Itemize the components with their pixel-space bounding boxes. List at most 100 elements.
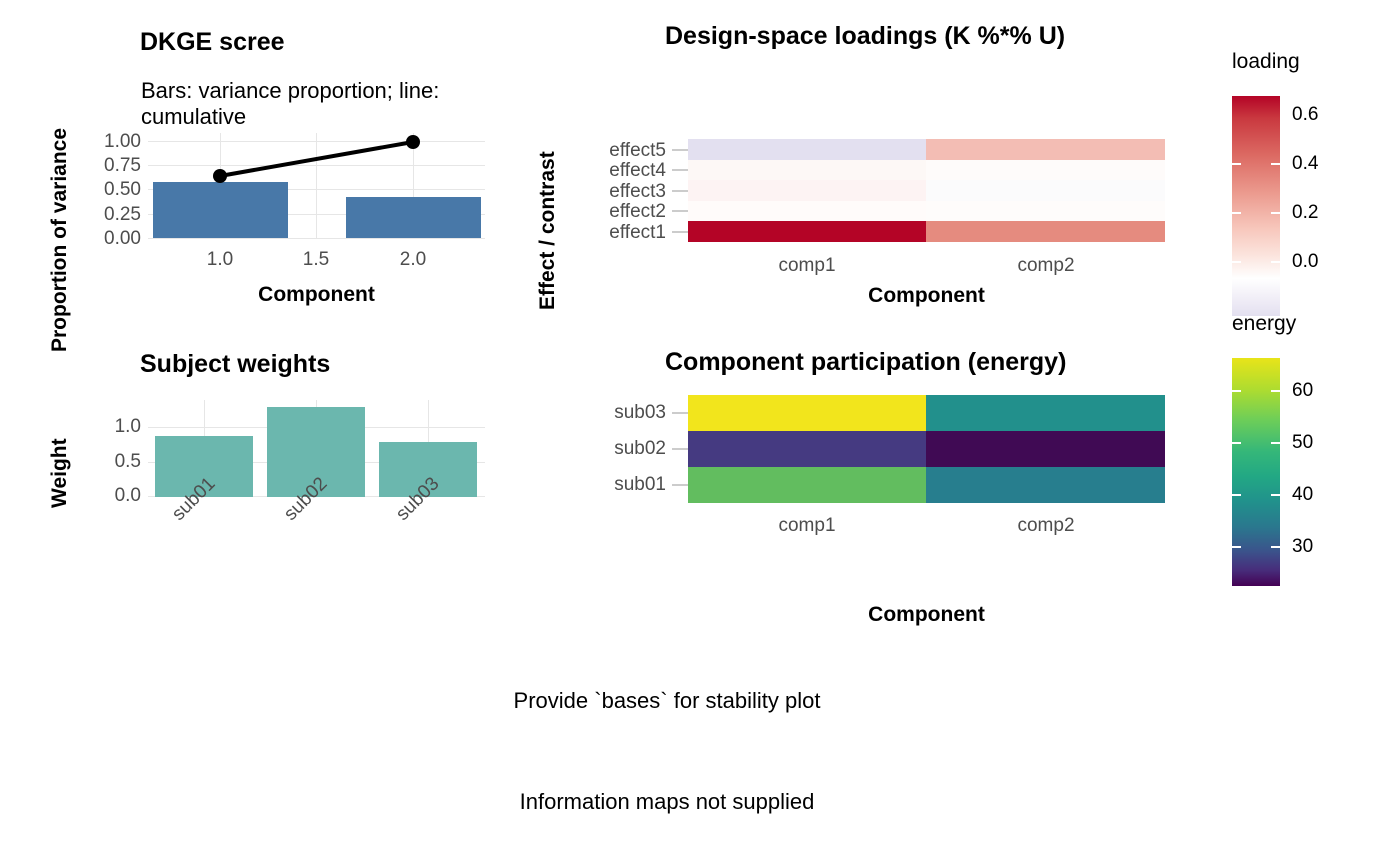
weights-panel: Weight Subject weights 1.0 0.5 0.0 sub01… bbox=[0, 330, 520, 620]
loadings-cell bbox=[926, 201, 1165, 221]
participation-col-label: comp1 bbox=[778, 515, 836, 536]
scree-gridline-x bbox=[413, 133, 414, 239]
loadings-cell bbox=[688, 160, 926, 180]
legend-energy-tick bbox=[1271, 546, 1280, 548]
legend-loading-tick bbox=[1271, 261, 1280, 263]
participation-cell bbox=[688, 431, 926, 467]
scree-plot-area bbox=[148, 133, 485, 239]
loadings-ytick bbox=[672, 169, 688, 171]
loadings-ytick bbox=[672, 190, 688, 192]
loadings-cell bbox=[688, 221, 926, 242]
scree-x-axis-title: Component bbox=[258, 283, 375, 306]
loadings-cell bbox=[926, 139, 1165, 160]
scree-gridline-x bbox=[316, 133, 317, 239]
participation-cell bbox=[688, 395, 926, 431]
scree-ytick-label: 0.75 bbox=[104, 155, 141, 176]
legend-energy-tick bbox=[1271, 494, 1280, 496]
legend-energy-tick-label: 40 bbox=[1292, 484, 1314, 505]
weights-ytick-label: 0.5 bbox=[114, 451, 141, 472]
loadings-row-label: effect4 bbox=[609, 160, 666, 181]
scree-title: DKGE scree bbox=[140, 28, 285, 56]
loadings-ytick bbox=[672, 149, 688, 151]
loadings-row-label: effect1 bbox=[609, 222, 666, 243]
participation-cell bbox=[926, 431, 1165, 467]
participation-cell bbox=[926, 395, 1165, 431]
stability-message: Provide `bases` for stability plot bbox=[513, 688, 821, 713]
loadings-row-label: effect5 bbox=[609, 140, 666, 161]
participation-panel: Component participation (energy) sub03 s… bbox=[510, 330, 1230, 650]
scree-ytick-label: 0.50 bbox=[104, 179, 141, 200]
scree-ytick-label: 0.25 bbox=[104, 204, 141, 225]
legend-loading-tick bbox=[1232, 163, 1241, 165]
participation-x-axis-title: Component bbox=[868, 603, 985, 626]
weights-bar bbox=[379, 442, 477, 497]
loadings-cell bbox=[926, 160, 1165, 180]
legend-loading-tick-label: 0.2 bbox=[1292, 202, 1319, 223]
information-maps-message: Information maps not supplied bbox=[519, 789, 815, 814]
loadings-cell bbox=[926, 180, 1165, 201]
scree-cumulative-line bbox=[213, 135, 420, 183]
loadings-panel: Effect / contrast Design-space loadings … bbox=[510, 0, 1230, 320]
loadings-col-label: comp2 bbox=[1017, 255, 1075, 276]
legend-loading-tick-label: 0.4 bbox=[1292, 153, 1319, 174]
scree-subtitle: Bars: variance proportion; line: cumulat… bbox=[141, 78, 440, 129]
legend-energy-tick bbox=[1232, 546, 1241, 548]
participation-title: Component participation (energy) bbox=[665, 348, 1067, 376]
scree-bar bbox=[346, 197, 481, 238]
participation-row-label: sub02 bbox=[614, 438, 666, 459]
scree-ytick-label: 1.00 bbox=[104, 131, 141, 152]
weights-bar bbox=[155, 436, 253, 497]
participation-ytick bbox=[672, 448, 688, 450]
legend-loading-tick bbox=[1271, 163, 1280, 165]
legend-energy-colorbar bbox=[1232, 358, 1280, 586]
weights-ytick-label: 0.0 bbox=[114, 485, 141, 506]
scree-xtick-label: 1.0 bbox=[206, 249, 234, 270]
scree-xtick-label: 2.0 bbox=[399, 249, 427, 270]
participation-ytick bbox=[672, 484, 688, 486]
scree-y-axis-title: Proportion of variance bbox=[48, 127, 71, 352]
loadings-x-axis-title: Component bbox=[868, 284, 985, 307]
legend-loading-tick bbox=[1232, 261, 1241, 263]
participation-row-label: sub01 bbox=[614, 474, 666, 495]
scree-xtick-label: 1.5 bbox=[302, 249, 330, 270]
legend-loading-tick bbox=[1232, 212, 1241, 214]
loadings-ytick bbox=[672, 210, 688, 212]
loadings-cell bbox=[688, 180, 926, 201]
scree-bar bbox=[153, 182, 288, 238]
participation-row-label: sub03 bbox=[614, 402, 666, 423]
loadings-cell bbox=[688, 201, 926, 221]
legend-energy-title: energy bbox=[1232, 312, 1297, 335]
legend-energy-tick-label: 50 bbox=[1292, 432, 1314, 453]
legend-loading-tick-label: 0.0 bbox=[1292, 251, 1319, 272]
legend-loading-colorbar bbox=[1232, 96, 1280, 316]
loadings-row-label: effect3 bbox=[609, 181, 666, 202]
participation-ytick bbox=[672, 412, 688, 414]
scree-panel: Proportion of variance DKGE scree Bars: … bbox=[0, 0, 520, 352]
legend-energy-tick bbox=[1232, 494, 1241, 496]
legend-energy-tick-label: 30 bbox=[1292, 536, 1314, 557]
legend-energy-tick bbox=[1271, 390, 1280, 392]
legend-energy-tick-label: 60 bbox=[1292, 380, 1314, 401]
participation-col-label: comp2 bbox=[1017, 515, 1075, 536]
legend-energy-tick bbox=[1232, 442, 1241, 444]
legend-energy-tick bbox=[1271, 442, 1280, 444]
weights-plot-area bbox=[148, 400, 485, 497]
loadings-title: Design-space loadings (K %*% U) bbox=[665, 22, 1066, 50]
loadings-heatmap bbox=[688, 139, 1165, 242]
participation-heatmap bbox=[688, 395, 1165, 503]
loadings-y-axis-title: Effect / contrast bbox=[536, 151, 559, 310]
legend-loading-tick-label: 0.6 bbox=[1292, 104, 1319, 125]
participation-cell bbox=[926, 467, 1165, 503]
loadings-cell bbox=[926, 221, 1165, 242]
weights-ytick-label: 1.0 bbox=[114, 416, 141, 437]
weights-bar bbox=[267, 407, 365, 497]
loadings-col-label: comp1 bbox=[778, 255, 836, 276]
scree-ytick-label: 0.00 bbox=[104, 228, 141, 249]
weights-title: Subject weights bbox=[140, 350, 331, 378]
legend-loading-title: loading bbox=[1232, 50, 1300, 73]
loadings-cell bbox=[688, 139, 926, 160]
participation-cell bbox=[688, 467, 926, 503]
legend-loading-tick bbox=[1271, 212, 1280, 214]
loadings-row-label: effect2 bbox=[609, 201, 666, 222]
weights-y-axis-title: Weight bbox=[48, 438, 71, 508]
